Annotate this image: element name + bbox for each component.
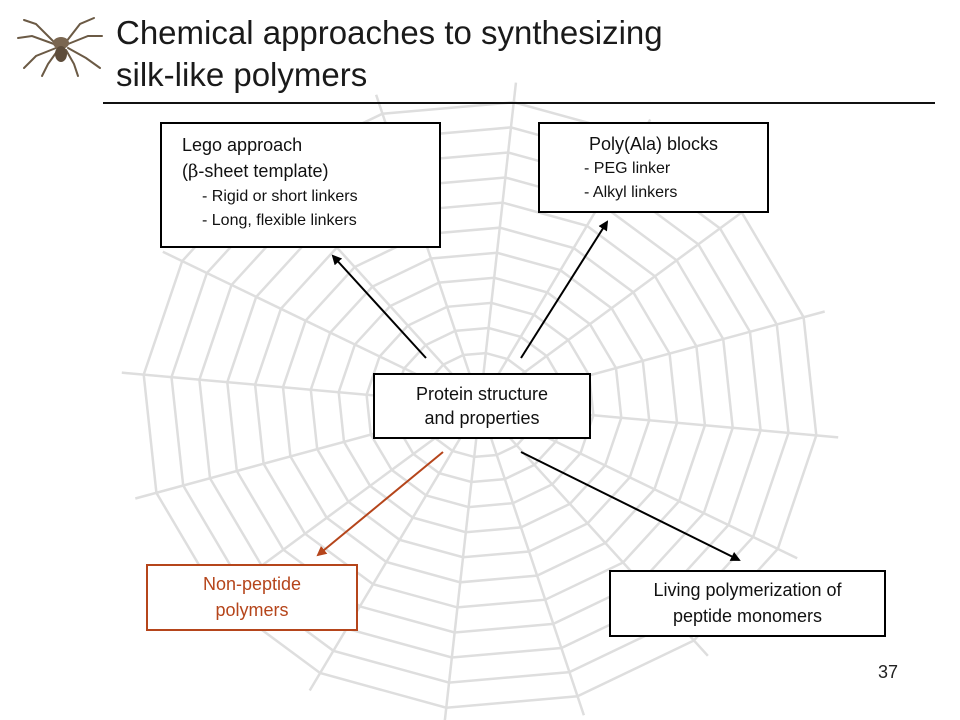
lego-subtitle-rest: -sheet template): [198, 161, 329, 181]
web-spoke: [308, 404, 482, 692]
lego-item-flexible: - Long, flexible linkers: [202, 212, 357, 229]
polyala-item-alkyl: - Alkyl linkers: [584, 184, 678, 201]
center-line-2: and properties: [424, 408, 540, 428]
page-number: 37: [878, 662, 899, 682]
arrow-to-nonpeptide: [316, 451, 444, 557]
beta-symbol: β: [188, 161, 199, 182]
web-ring: [365, 301, 595, 509]
non-peptide-box: Non-peptide polymers: [146, 564, 358, 631]
polyala-box: Poly(Ala) blocks - PEG linker - Alkyl li…: [538, 122, 769, 213]
living-polymerization-box: Living polymerization of peptide monomer…: [609, 570, 886, 637]
living-line-2: peptide monomers: [672, 606, 823, 626]
polyala-title: Poly(Ala) blocks: [588, 134, 719, 154]
arrow-to-polyala: [520, 220, 609, 359]
web-spoke: [479, 198, 760, 407]
web-ring: [281, 226, 679, 584]
title-underline: [103, 102, 935, 104]
web-spoke: [478, 82, 518, 406]
title-line-2: silk-like polymers: [116, 56, 368, 93]
lego-item-rigid: - Rigid or short linkers: [202, 188, 358, 205]
web-ring: [337, 276, 623, 534]
nonpeptide-line-2: polymers: [215, 600, 289, 620]
polyala-item-peg: - PEG linker: [584, 160, 671, 177]
web-ring: [226, 176, 734, 634]
slide-title: Chemical approaches to synthesizing silk…: [116, 12, 663, 96]
web-spoke: [478, 404, 586, 716]
web-ring: [309, 251, 651, 559]
lego-approach-box: Lego approach (β-sheet template) - Rigid…: [160, 122, 441, 248]
lego-subtitle: (β-sheet template): [182, 158, 439, 185]
protein-structure-box: Protein structure and properties: [373, 373, 591, 439]
spider-icon: [17, 17, 103, 77]
lego-subtitle-paren: (: [182, 161, 188, 181]
lego-title: Lego approach: [182, 135, 303, 155]
nonpeptide-line-1: Non-peptide: [202, 574, 302, 594]
living-line-1: Living polymerization of: [653, 580, 842, 600]
center-line-1: Protein structure: [415, 384, 549, 404]
arrow-to-living: [520, 451, 741, 561]
web-ring: [253, 201, 707, 609]
arrow-to-lego: [331, 254, 427, 359]
web-spoke: [443, 404, 482, 720]
title-line-1: Chemical approaches to synthesizing: [116, 14, 663, 51]
